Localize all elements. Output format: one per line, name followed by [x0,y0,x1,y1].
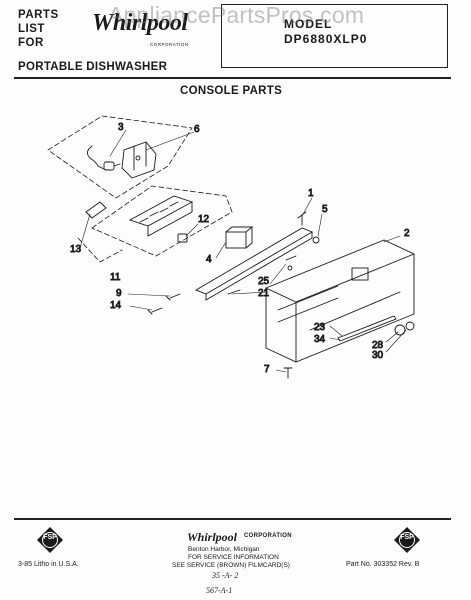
footer-service-line1: FOR SERVICE INFORMATION [188,554,279,561]
handwritten-code: 35 -A- 2 [212,571,239,580]
footer-divider [14,518,451,520]
part-knob [177,233,188,243]
callout-11: 11 [110,272,121,283]
diamond-icon [37,527,63,553]
footer-address: Benton Harbor, Michigan [188,546,260,553]
callout-5: 5 [322,204,328,215]
callout-25: 25 [258,276,270,287]
model-label: MODEL [284,17,333,31]
part-bracket [121,141,157,179]
dashed-group-outlines [47,115,233,263]
footer-brand: Whirlpool [187,530,238,544]
header-divider [14,77,451,79]
callout-4: 4 [206,254,212,265]
callout-7: 7 [264,364,270,375]
part-long-bracket [194,227,314,301]
callout-34: 34 [314,334,326,345]
callout-13: 13 [70,244,82,255]
part-switch-block [225,226,254,249]
part-screws-9-14 [147,293,181,315]
model-box [221,4,448,68]
callout-28: 28 [372,340,384,351]
callout-9: 9 [116,288,122,299]
litho-note: 3-85 Litho in U.S.A. [18,561,79,568]
fsp-badge-left: FSP [36,526,64,554]
parts-line: PARTS [18,9,59,21]
callout-23: 23 [314,322,326,333]
watermark: AppliancePartsPros.com [108,2,365,28]
brand-logo: Whirlpool [92,10,188,36]
part-console-panel [264,239,416,363]
callout-30: 30 [372,350,384,361]
exploded-parts-diagram: 3 6 1 5 12 2 13 4 25 21 11 9 14 23 34 28… [47,115,416,379]
handwritten-bottom-code: 567-A-1 [206,586,233,595]
callout-12: 12 [198,214,210,225]
callout-1: 1 [308,188,314,199]
part-round-knob [394,321,415,336]
product-type: PORTABLE DISHWASHER [18,61,168,73]
part-screw [297,211,320,244]
model-number: DP6880XLP0 [284,32,368,46]
diamond-icon [394,527,420,553]
callout-2: 2 [404,228,410,239]
callout-6: 6 [194,124,200,135]
part-screws-21-25 [227,255,297,295]
leader-lines [79,129,407,373]
part-number: Part No. 303352 Rev. B [346,561,420,568]
footer-corporation: CORPORATION [244,533,292,539]
for-line: FOR [18,37,44,49]
fsp-label: FSP [400,534,414,541]
part-trim-strip [337,315,397,342]
brand-logo-subtitle: CORPORATION [150,42,189,47]
fsp-badge-right: FSP [393,526,421,554]
section-title: CONSOLE PARTS [180,85,283,97]
list-line: LIST [18,23,45,35]
part-switch-panel [85,195,194,237]
fsp-label: FSP [43,534,57,541]
part-wire-harness [87,145,121,171]
parts-list-label: PARTS LIST FOR [18,8,59,50]
footer-service-line2: SEE SERVICE (BROWN) FILMCARD(S) [172,562,290,569]
callout-3: 3 [118,122,124,133]
callout-21: 21 [258,288,270,299]
part-screw-7 [283,367,293,379]
callout-14: 14 [110,300,122,311]
